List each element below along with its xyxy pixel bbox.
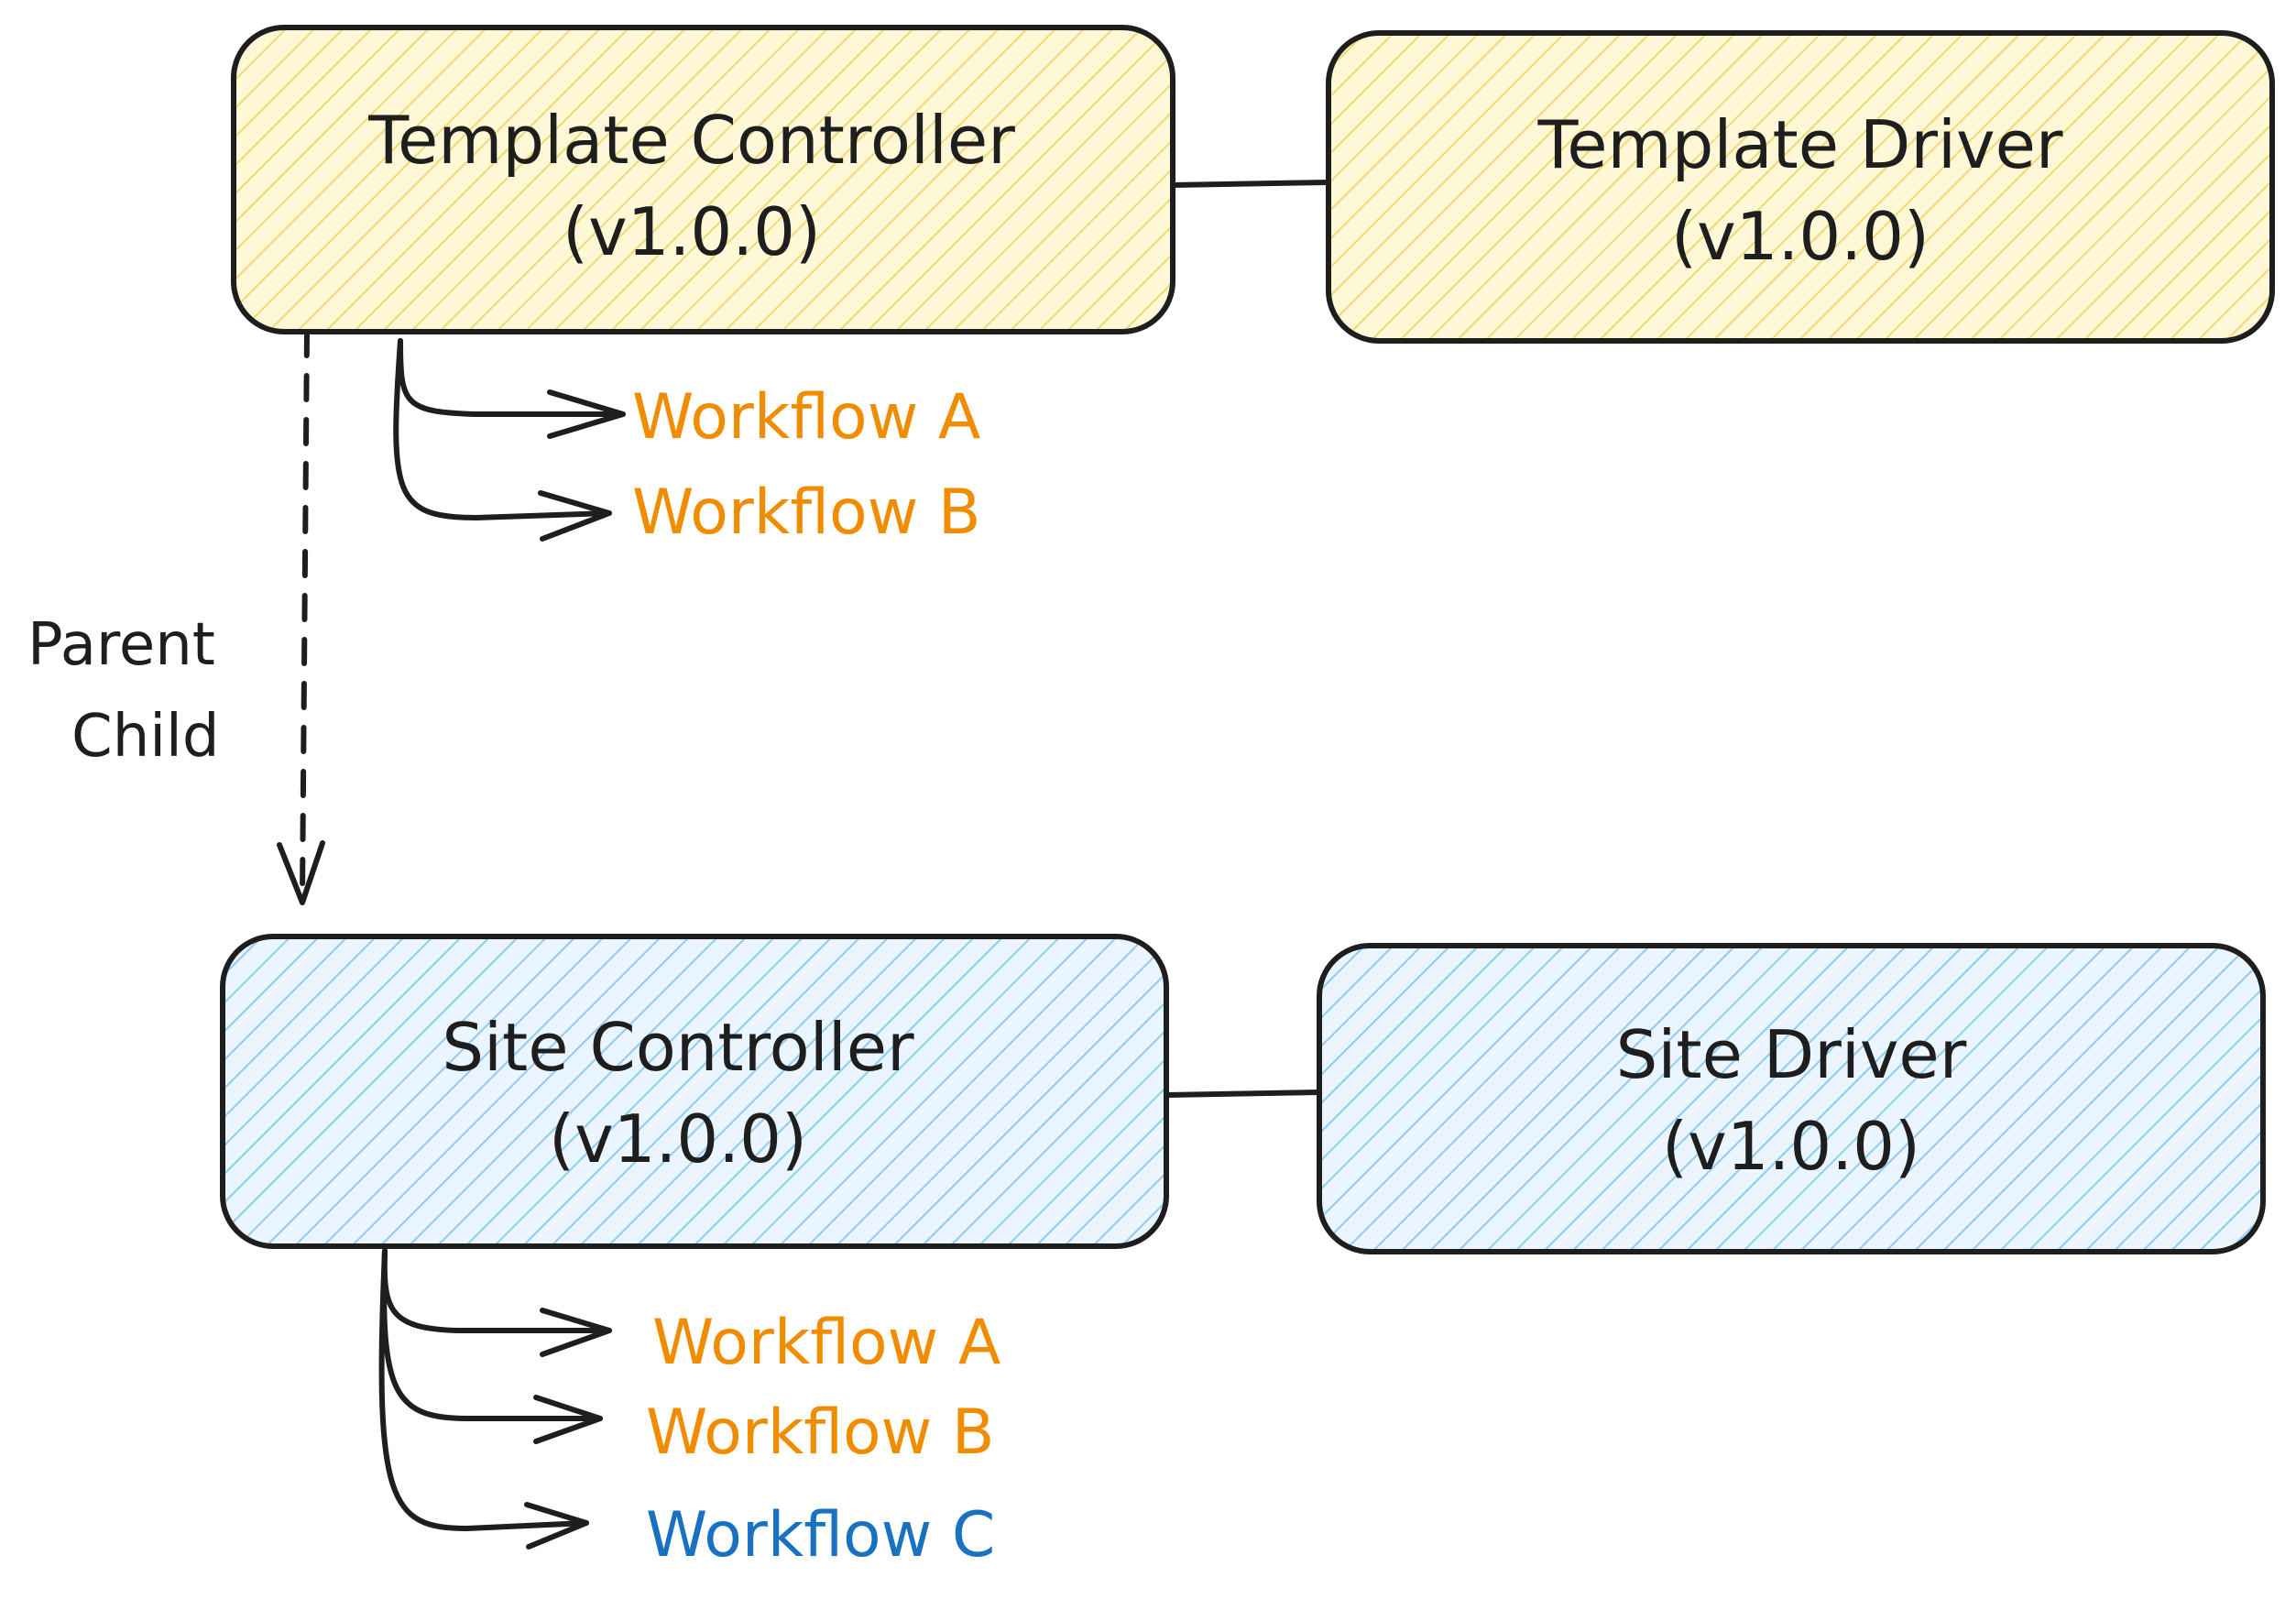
template-workflow-b-arrowhead <box>538 490 612 542</box>
relationship-label-parent: Parent <box>27 611 215 679</box>
template-controller-version: (v1.0.0) <box>563 193 821 270</box>
site-workflow-c-arrowhead <box>524 1502 589 1550</box>
template-workflow-b-label: Workflow B <box>632 476 981 549</box>
site-controller-box: Site Controller (v1.0.0) <box>220 934 1169 1249</box>
template-driver-version: (v1.0.0) <box>1671 198 1930 275</box>
site-connector-line <box>1164 1090 1322 1098</box>
parent-child-arrow <box>277 329 325 905</box>
site-controller-version: (v1.0.0) <box>549 1101 807 1177</box>
template-workflow-a-label: Workflow A <box>632 381 980 454</box>
site-controller-name: Site Controller <box>442 1009 914 1086</box>
relationship-label-child: Child <box>71 703 219 771</box>
template-driver-box: Template Driver (v1.0.0) <box>1326 30 2275 344</box>
template-workflow-b-arrow <box>393 338 612 520</box>
site-workflow-b-arrow <box>381 1248 603 1421</box>
site-workflow-a-label: Workflow A <box>652 1307 1000 1379</box>
site-driver-box: Site Driver (v1.0.0) <box>1317 943 2266 1254</box>
site-workflow-c-arrow <box>378 1248 589 1531</box>
template-workflow-arrows <box>393 338 626 542</box>
parent-child-dashed-line <box>300 329 310 901</box>
parent-child-arrowhead <box>277 840 325 905</box>
template-workflow-a-arrowhead <box>547 389 626 439</box>
template-controller-shape <box>231 25 1175 334</box>
template-connector-line <box>1170 180 1331 188</box>
template-controller-name: Template Controller <box>367 102 1015 179</box>
site-driver-name: Site Driver <box>1616 1016 1967 1093</box>
template-driver-name: Template Driver <box>1537 106 2063 183</box>
site-driver-shape <box>1317 943 2266 1254</box>
template-controller-box: Template Controller (v1.0.0) <box>231 25 1175 334</box>
site-workflow-b-label: Workflow B <box>646 1396 995 1469</box>
site-controller-shape <box>220 934 1169 1249</box>
site-workflow-c-label: Workflow C <box>646 1499 995 1572</box>
site-workflow-arrows <box>378 1248 612 1550</box>
site-driver-version: (v1.0.0) <box>1662 1108 1920 1185</box>
template-driver-shape <box>1326 30 2275 344</box>
site-workflow-b-arrowhead <box>533 1395 603 1444</box>
site-workflow-a-arrowhead <box>540 1308 612 1357</box>
